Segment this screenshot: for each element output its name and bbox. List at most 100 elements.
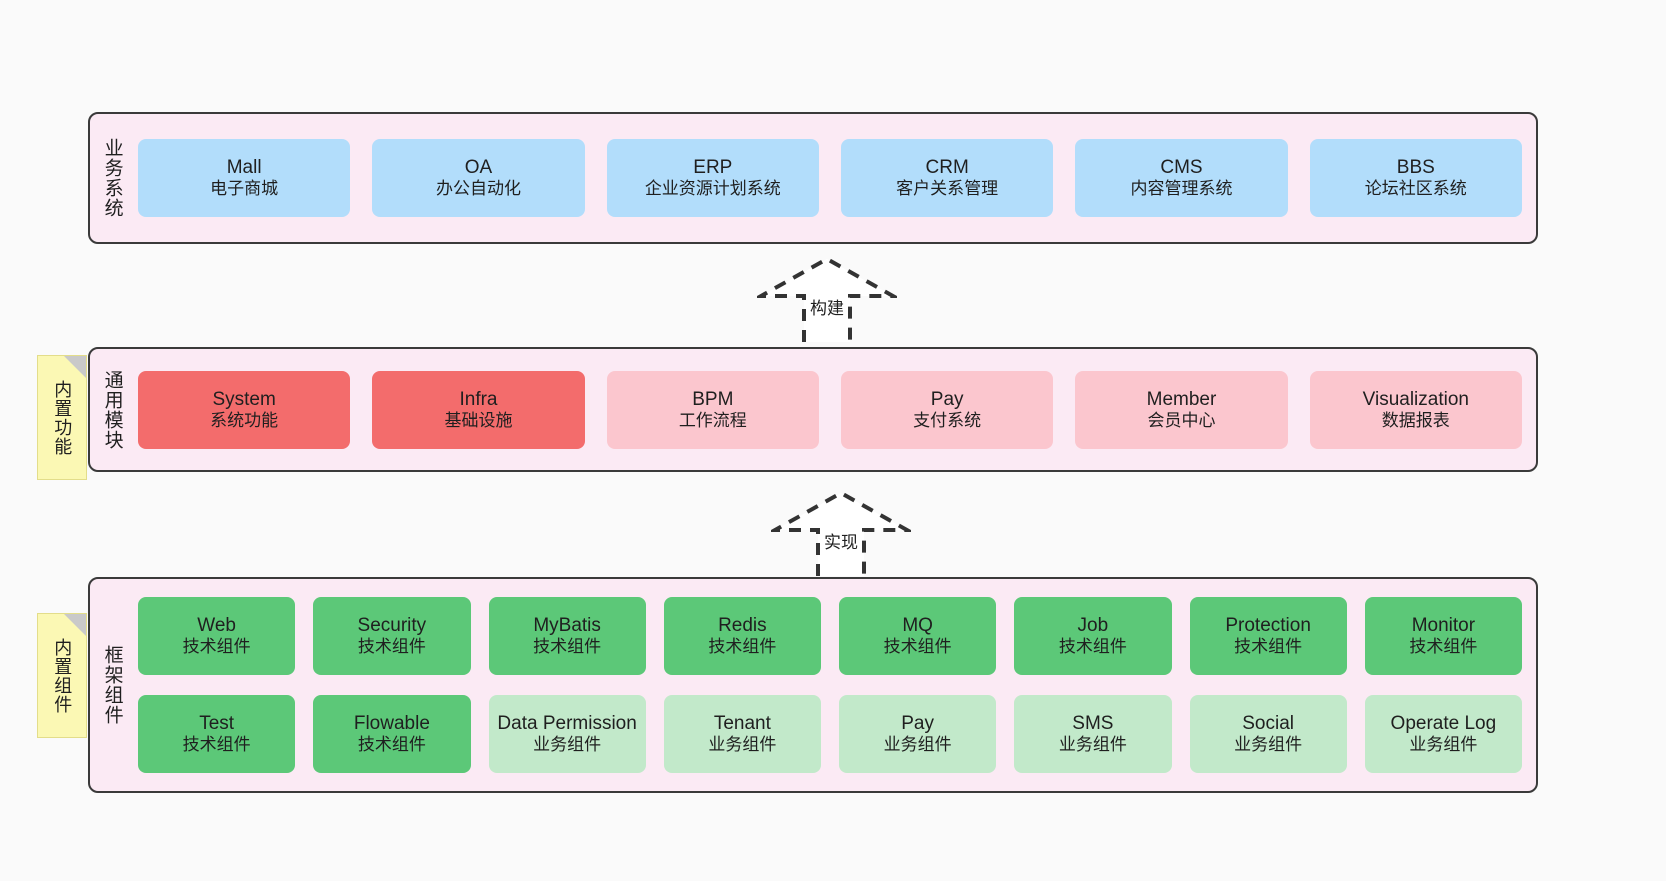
card-security[interactable]: Security 技术组件 [313,597,471,675]
card-subtitle: 支付系统 [913,410,982,430]
card-title: Web [197,615,236,637]
card-title: Protection [1225,615,1311,637]
card-subtitle: 业务组件 [708,735,777,755]
card-subtitle: 技术组件 [533,637,602,657]
card-flowable[interactable]: Flowable 技术组件 [313,695,471,773]
card-bbs[interactable]: BBS 论坛社区系统 [1309,139,1522,217]
card-title: CMS [1160,157,1203,179]
card-subtitle: 论坛社区系统 [1364,179,1467,199]
card-pay-module[interactable]: Pay 支付系统 [840,370,1054,449]
card-subtitle: 系统功能 [210,410,279,430]
card-bpm[interactable]: BPM 工作流程 [606,370,819,449]
card-title: BPM [692,388,734,410]
card-title: Test [199,713,235,735]
section-body-common-module: System 系统功能 Infra 基础设施 BPM 工作流程 Pay 支付系统… [130,349,1536,470]
card-title: System [212,388,276,410]
card-title: Tenant [713,713,771,735]
section-label-business-system: 业务系统 [101,138,123,218]
card-subtitle: 技术组件 [883,637,952,657]
card-title: Monitor [1411,615,1476,637]
card-subtitle: 会员中心 [1147,410,1216,430]
connector-implement: 实现 [771,490,911,576]
card-title: Mall [226,157,262,179]
card-title: Job [1077,615,1109,637]
card-visualization[interactable]: Visualization 数据报表 [1309,370,1522,449]
card-protection[interactable]: Protection 技术组件 [1189,597,1347,675]
card-subtitle: 数据报表 [1381,410,1450,430]
card-operate-log[interactable]: Operate Log 业务组件 [1364,695,1522,773]
section-business-system: 业务系统 Mall 电子商城 OA 办公自动化 ERP 企业资源计划系统 CRM… [88,112,1538,244]
card-subtitle: 技术组件 [357,735,426,755]
card-title: MyBatis [533,615,601,637]
card-system[interactable]: System 系统功能 [138,370,351,449]
card-subtitle: 业务组件 [883,735,952,755]
connector-build-label: 构建 [810,299,844,318]
card-mybatis[interactable]: MyBatis 技术组件 [488,597,646,675]
card-subtitle: 技术组件 [708,637,777,657]
card-subtitle: 基础设施 [444,410,513,430]
card-title: Data Permission [497,713,637,735]
card-title: BBS [1396,157,1435,179]
card-title: SMS [1072,713,1114,735]
card-subtitle: 客户关系管理 [896,179,999,199]
sticky-note-label: 内置功能 [52,379,73,456]
card-title: ERP [693,157,733,179]
card-title: Social [1242,713,1294,735]
card-subtitle: 企业资源计划系统 [644,179,781,199]
card-row: System 系统功能 Infra 基础设施 BPM 工作流程 Pay 支付系统… [138,370,1522,449]
section-body-framework-component: Web 技术组件 Security 技术组件 MyBatis 技术组件 Redi… [130,579,1536,791]
card-subtitle: 技术组件 [357,637,426,657]
card-title: Operate Log [1390,713,1497,735]
card-tenant[interactable]: Tenant 业务组件 [663,695,821,773]
section-common-module: 通用模块 System 系统功能 Infra 基础设施 BPM 工作流程 Pay… [88,347,1538,472]
card-title: Member [1146,388,1217,410]
card-title: Pay [930,388,964,410]
card-redis[interactable]: Redis 技术组件 [663,597,821,675]
card-crm[interactable]: CRM 客户关系管理 [840,139,1054,217]
connector-implement-label: 实现 [824,533,858,552]
card-title: Pay [901,713,934,735]
card-job[interactable]: Job 技术组件 [1014,597,1172,675]
card-title: Flowable [353,713,430,735]
card-mq[interactable]: MQ 技术组件 [839,597,997,675]
card-web[interactable]: Web 技术组件 [138,597,296,675]
connector-build: 构建 [757,256,897,342]
card-subtitle: 技术组件 [182,637,251,657]
section-body-business-system: Mall 电子商城 OA 办公自动化 ERP 企业资源计划系统 CRM 客户关系… [130,114,1536,242]
card-subtitle: 技术组件 [1234,637,1303,657]
card-pay-component[interactable]: Pay 业务组件 [839,695,997,773]
sticky-note-label: 内置组件 [52,637,73,714]
card-title: Visualization [1362,388,1469,410]
card-infra[interactable]: Infra 基础设施 [372,370,585,449]
card-mall[interactable]: Mall 电子商城 [138,139,351,217]
card-subtitle: 业务组件 [1058,735,1127,755]
card-subtitle: 电子商城 [210,179,279,199]
card-title: CRM [925,157,969,179]
sticky-note-builtin-function: 内置功能 [37,355,87,480]
card-subtitle: 内容管理系统 [1130,179,1233,199]
card-subtitle: 业务组件 [533,735,602,755]
section-label-common-module: 通用模块 [101,369,123,450]
card-sms[interactable]: SMS 业务组件 [1014,695,1172,773]
card-subtitle: 办公自动化 [435,179,521,199]
card-social[interactable]: Social 业务组件 [1189,695,1347,773]
card-oa[interactable]: OA 办公自动化 [372,139,585,217]
card-data-permission[interactable]: Data Permission 业务组件 [488,695,646,773]
card-title: Redis [718,615,767,637]
card-subtitle: 技术组件 [1409,637,1478,657]
section-framework-component: 框架组件 Web 技术组件 Security 技术组件 MyBatis 技术组件… [88,577,1538,793]
note-fold-corner [64,614,86,636]
card-title: MQ [902,615,933,637]
note-fold-corner [64,356,86,378]
card-monitor[interactable]: Monitor 技术组件 [1364,597,1522,675]
card-member[interactable]: Member 会员中心 [1075,370,1288,449]
card-title: Infra [459,388,498,410]
card-cms[interactable]: CMS 内容管理系统 [1075,139,1288,217]
card-title: OA [464,157,493,179]
card-erp[interactable]: ERP 企业资源计划系统 [606,139,819,217]
card-title: Security [357,615,427,637]
card-row: Mall 电子商城 OA 办公自动化 ERP 企业资源计划系统 CRM 客户关系… [138,139,1522,217]
card-subtitle: 工作流程 [678,410,747,430]
card-subtitle: 技术组件 [182,735,251,755]
card-test[interactable]: Test 技术组件 [138,695,296,773]
